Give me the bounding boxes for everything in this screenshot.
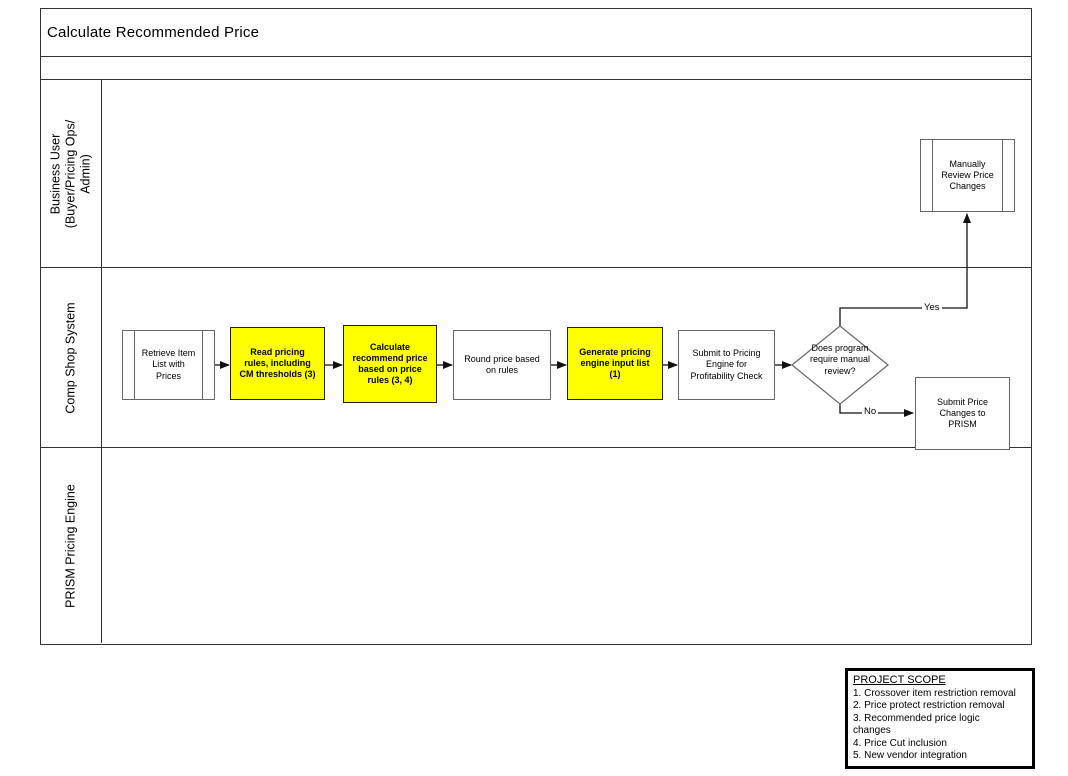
lane-prism-pricing-engine: PRISM Pricing Engine: [41, 448, 1031, 643]
lane-body-prism: [102, 448, 1031, 643]
lane-label-cell-business-user: Business User (Buyer/Pricing Ops/ Admin): [41, 80, 102, 267]
project-scope-item: 5. New vendor integration: [853, 750, 967, 762]
node-label: Retrieve Item List with Prices: [141, 348, 196, 381]
project-scope-item: 2. Price protect restriction removal: [853, 700, 1005, 712]
lane-comp-shop-system: Comp Shop System: [41, 268, 1031, 448]
lane-label-cell-comp-shop: Comp Shop System: [41, 268, 102, 447]
lane-body-business-user: [102, 80, 1031, 267]
node-calculate-recommend-price: Calculate recommend price based on price…: [343, 325, 437, 403]
predefined-process-bar: [202, 331, 203, 399]
no-branch-label: No: [862, 406, 879, 417]
node-read-pricing-rules: Read pricing rules, including CM thresho…: [230, 327, 325, 400]
project-scope-item: 4. Price Cut inclusion: [853, 737, 947, 749]
title-sub-band: [41, 57, 1031, 80]
flowchart-frame: Calculate Recommended Price Business Use…: [40, 8, 1032, 645]
node-retrieve-item-list: Retrieve Item List with Prices: [122, 330, 215, 400]
node-label: Round price based on rules: [464, 353, 540, 375]
node-generate-pricing-input: Generate pricing engine input list (1): [567, 327, 663, 400]
lane-label: Business User (Buyer/Pricing Ops/ Admin): [48, 119, 93, 228]
lane-label: Comp Shop System: [63, 301, 78, 414]
node-label: Calculate recommend price based on price…: [352, 341, 428, 386]
node-label: Generate pricing engine input list (1): [579, 346, 651, 380]
project-scope-item: 1. Crossover item restriction removal: [853, 687, 1016, 699]
node-round-price: Round price based on rules: [453, 330, 551, 400]
node-label: Submit Price Changes to PRISM: [936, 396, 989, 430]
project-scope-title: PROJECT SCOPE: [853, 674, 946, 686]
node-label: Read pricing rules, including CM thresho…: [239, 346, 316, 380]
predefined-process-bar: [134, 331, 135, 399]
node-label: Manually Review Price Changes: [941, 158, 994, 192]
diagram-title: Calculate Recommended Price: [41, 9, 1031, 57]
project-scope-box: PROJECT SCOPE 1. Crossover item restrict…: [845, 668, 1035, 769]
predefined-process-bar: [932, 140, 933, 211]
node-label: Submit to Pricing Engine for Profitabili…: [690, 348, 763, 381]
decision-label: Does program require manual review?: [809, 343, 871, 376]
node-submit-to-pricing-engine: Submit to Pricing Engine for Profitabili…: [678, 330, 775, 400]
predefined-process-bar: [1002, 140, 1003, 211]
project-scope-item: 3. Recommended price logic changes: [853, 712, 980, 737]
lane-label-cell-prism: PRISM Pricing Engine: [41, 448, 102, 643]
node-submit-price-changes-prism: Submit Price Changes to PRISM: [915, 377, 1010, 450]
lane-business-user: Business User (Buyer/Pricing Ops/ Admin): [41, 80, 1031, 268]
yes-branch-label: Yes: [922, 302, 942, 313]
node-manually-review-price-changes: Manually Review Price Changes: [920, 139, 1015, 212]
lane-label: PRISM Pricing Engine: [63, 483, 78, 608]
